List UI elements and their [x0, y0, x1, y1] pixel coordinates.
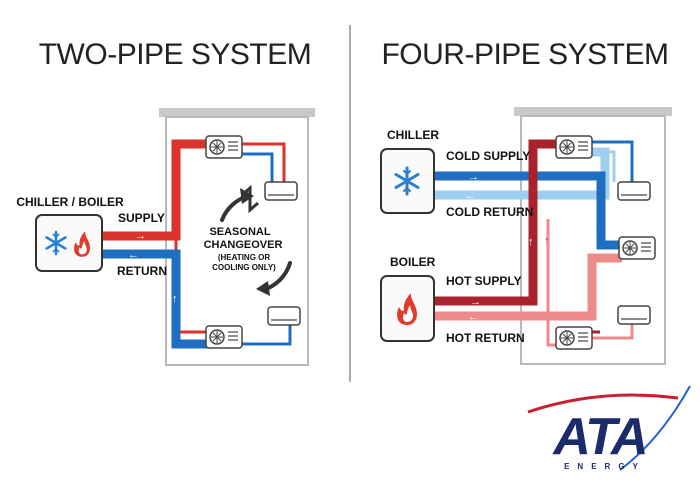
wall-unit-icon — [617, 181, 651, 201]
hot-supply-arrow-icon: → — [470, 296, 481, 308]
fan-coil-icon — [555, 326, 593, 350]
changeover-note1: (HEATING OR — [218, 253, 271, 262]
fan-coil-icon — [205, 135, 243, 159]
changeover-line1: SEASONAL — [209, 226, 270, 238]
changeover-line2: CHANGEOVER — [204, 239, 283, 251]
hot-supply-label: HOT SUPPLY — [446, 274, 522, 288]
ata-energy-logo: ATA ENERGY — [527, 385, 691, 471]
building-four-pipe — [514, 107, 672, 365]
wall-unit-icon — [267, 306, 301, 326]
boiler-unit — [380, 275, 435, 342]
up-arrow-icon: ↑ — [172, 293, 178, 305]
down-arrow-icon — [596, 226, 606, 236]
chiller-boiler-unit — [35, 214, 103, 272]
wall-unit-icon — [617, 305, 651, 325]
up-arrow-icon: ↑ — [544, 235, 550, 247]
hot-return-label: HOT RETURN — [446, 331, 525, 345]
cold-supply-pipe — [432, 140, 634, 250]
changeover-note2: COOLING ONLY) — [212, 263, 276, 272]
two-pipe-supply-pipes — [101, 139, 286, 334]
chiller-boiler-label: CHILLER / BOILER — [16, 195, 124, 209]
hot-return-arrow-icon: ← — [468, 311, 479, 323]
cold-supply-arrow-icon: → — [468, 171, 479, 183]
up-arrow-icon: ↑ — [528, 236, 534, 248]
return-arrow-icon: ← — [128, 249, 139, 261]
fan-coil-icon — [618, 236, 656, 260]
two-pipe-title: TWO-PIPE SYSTEM — [39, 38, 312, 71]
logo-subtext: ENERGY — [564, 462, 646, 471]
supply-arrow-icon: → — [135, 230, 146, 242]
return-label: RETURN — [117, 264, 167, 278]
cycle-arrowhead-icon — [256, 281, 270, 296]
fan-coil-icon — [205, 325, 243, 349]
cold-supply-label: COLD SUPPLY — [446, 149, 530, 163]
fan-coil-icon — [555, 135, 593, 159]
cold-return-arrow-icon: ← — [465, 190, 476, 202]
chiller-unit — [380, 148, 435, 214]
changeover-switch-icon — [241, 184, 259, 214]
supply-label: SUPPLY — [118, 211, 165, 225]
wall-unit-icon — [264, 181, 298, 201]
four-pipe-title: FOUR-PIPE SYSTEM — [381, 38, 668, 71]
cold-return-label: COLD RETURN — [446, 205, 533, 219]
chiller-label: CHILLER — [387, 128, 439, 142]
logo-text: ATA — [551, 408, 646, 466]
building-two-pipe — [159, 108, 315, 366]
boiler-label: BOILER — [390, 255, 436, 269]
